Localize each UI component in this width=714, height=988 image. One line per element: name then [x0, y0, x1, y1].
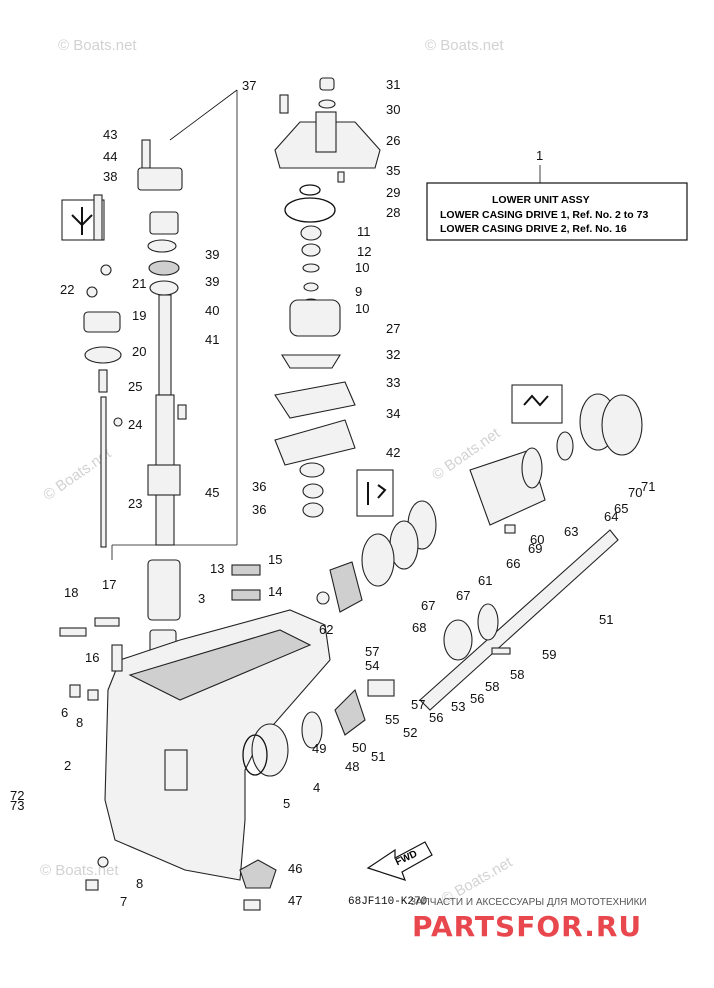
watermark: © Boats.net [425, 37, 504, 54]
callout-72: 72 [10, 788, 24, 803]
callout-59: 59 [542, 647, 556, 662]
brand-logo: PARTSFOR.RU [412, 910, 642, 943]
callout-21: 21 [132, 276, 146, 291]
callout-67: 67 [421, 598, 435, 613]
callout-54: 54 [365, 658, 379, 673]
callout-67: 67 [456, 588, 470, 603]
callout-56: 56 [429, 710, 443, 725]
callout-58: 58 [485, 679, 499, 694]
callout-5: 5 [283, 796, 290, 811]
callout-70: 70 [628, 485, 642, 500]
water-pump-assembly [274, 77, 394, 518]
callout-3: 3 [198, 591, 205, 606]
callout-31: 31 [386, 77, 400, 92]
callout-48: 48 [345, 759, 359, 774]
callout-61: 61 [478, 573, 492, 588]
callout-51: 51 [371, 749, 385, 764]
callout-52: 52 [403, 725, 417, 740]
callout-63: 63 [564, 524, 578, 539]
callout-14: 14 [268, 584, 282, 599]
callout-29: 29 [386, 185, 400, 200]
callout-24: 24 [128, 417, 142, 432]
callout-62: 62 [319, 622, 333, 637]
callout-25: 25 [128, 379, 142, 394]
callout-17: 17 [102, 577, 116, 592]
callout-27: 27 [386, 321, 400, 336]
callout-4: 4 [313, 780, 320, 795]
callout-10: 10 [355, 301, 369, 316]
callout-30: 30 [386, 102, 400, 117]
callout-16: 16 [85, 650, 99, 665]
callout-45: 45 [205, 485, 219, 500]
callout-36: 36 [252, 479, 266, 494]
callout-7: 7 [120, 894, 127, 909]
callout-39: 39 [205, 274, 219, 289]
legend-box: 1 LOWER UNIT ASSY LOWER CASING DRIVE 1, … [426, 148, 688, 241]
callout-8: 8 [136, 876, 143, 891]
callout-57: 57 [411, 697, 425, 712]
fwd-arrow: FWD [366, 841, 433, 881]
callout-51: 51 [599, 612, 613, 627]
callout-2: 2 [64, 758, 71, 773]
callout-47: 47 [288, 893, 302, 908]
callout-23: 23 [128, 496, 142, 511]
brand-tagline: ЗАПЧАСТИ И АКСЕССУАРЫ ДЛЯ МОТОТЕХНИКИ [410, 897, 647, 908]
legend-ref-number: 1 [536, 148, 543, 163]
callout-13: 13 [210, 561, 224, 576]
callout-53: 53 [451, 699, 465, 714]
callout-73: 73 [10, 798, 24, 813]
callout-8: 8 [76, 715, 83, 730]
brand-footer: ЗАПЧАСТИ И АКСЕССУАРЫ ДЛЯ МОТОТЕХНИКИ PA… [410, 897, 647, 943]
callout-28: 28 [386, 205, 400, 220]
callout-46: 46 [288, 861, 302, 876]
callout-40: 40 [205, 303, 219, 318]
callout-49: 49 [312, 741, 326, 756]
legend-line-1: LOWER CASING DRIVE 1, Ref. No. 2 to 73 [440, 209, 648, 221]
callout-19: 19 [132, 308, 146, 323]
legend-line-2: LOWER CASING DRIVE 2, Ref. No. 16 [440, 223, 627, 235]
callout-58: 58 [510, 667, 524, 682]
callout-41: 41 [205, 332, 219, 347]
callout-15: 15 [268, 552, 282, 567]
callout-38: 38 [103, 169, 117, 184]
callout-69: 69 [528, 541, 542, 556]
callout-36: 36 [252, 502, 266, 517]
callout-34: 34 [386, 406, 400, 421]
shift-rod-assembly [61, 139, 261, 657]
callout-37: 37 [242, 78, 256, 93]
watermark: © Boats.net [58, 37, 137, 54]
callout-50: 50 [352, 740, 366, 755]
callout-56: 56 [470, 691, 484, 706]
callout-20: 20 [132, 344, 146, 359]
callout-10: 10 [355, 260, 369, 275]
callout-18: 18 [64, 585, 78, 600]
propeller-shaft-assembly [242, 384, 643, 777]
callout-57: 57 [365, 644, 379, 659]
callout-22: 22 [60, 282, 74, 297]
callout-64: 64 [604, 509, 618, 524]
callout-42: 42 [386, 445, 400, 460]
callout-6: 6 [61, 705, 68, 720]
callout-32: 32 [386, 347, 400, 362]
callout-66: 66 [506, 556, 520, 571]
callout-26: 26 [386, 133, 400, 148]
callout-55: 55 [385, 712, 399, 727]
callout-12: 12 [357, 244, 371, 259]
callout-11: 11 [357, 224, 371, 239]
lower-casing [59, 609, 331, 911]
callout-71: 71 [641, 479, 655, 494]
callout-43: 43 [103, 127, 117, 142]
callout-labels: 2345678891010111213141516171819202122232… [10, 77, 655, 909]
callout-44: 44 [103, 149, 117, 164]
callout-33: 33 [386, 375, 400, 390]
callout-60: 60 [530, 532, 544, 547]
callout-39: 39 [205, 247, 219, 262]
callout-68: 68 [412, 620, 426, 635]
legend-title: LOWER UNIT ASSY [492, 194, 590, 206]
callout-9: 9 [355, 284, 362, 299]
callout-65: 65 [614, 501, 628, 516]
callout-35: 35 [386, 163, 400, 178]
diagram-code: 68JF110-K270 [348, 896, 427, 908]
